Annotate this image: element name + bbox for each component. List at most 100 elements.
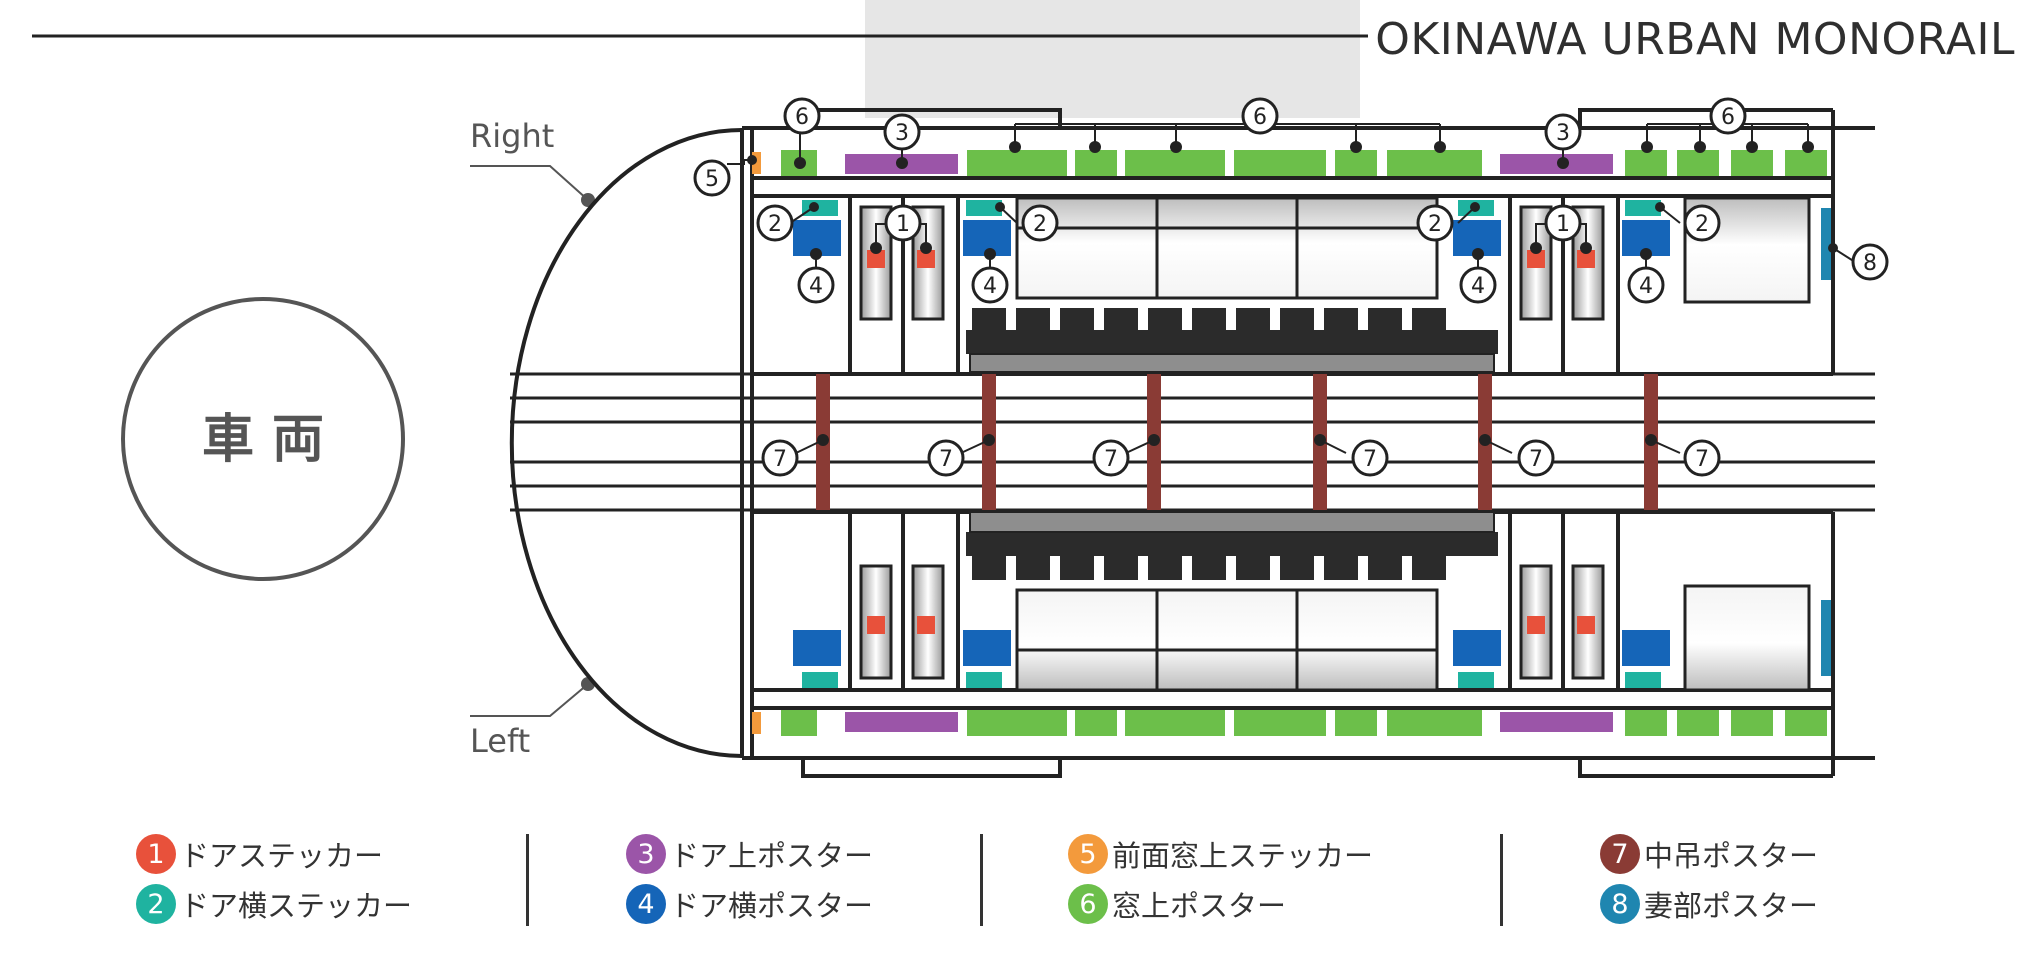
seat-cushion <box>1192 308 1226 332</box>
marker-4: 4 <box>971 266 1009 304</box>
car-label: 車 両 <box>202 410 324 470</box>
marker-7: 7 <box>927 439 965 477</box>
right-label: Right <box>470 117 554 155</box>
legend-badge-6: 6 <box>1068 884 1108 924</box>
seat-cushion <box>1104 308 1138 332</box>
seat-cushion <box>972 308 1006 332</box>
marker-number: 5 <box>705 167 719 192</box>
seat-cushion <box>972 556 1006 580</box>
marker-number: 4 <box>1471 274 1485 299</box>
marker-number: 1 <box>1556 212 1570 237</box>
marker-5: 5 <box>693 159 731 197</box>
seat-cushion <box>1148 556 1182 580</box>
legend-item-3: 3 ドア上ポスター <box>626 832 873 876</box>
marker-number: 3 <box>1556 121 1570 146</box>
seat-cushion <box>1236 308 1270 332</box>
marker-number: 6 <box>795 105 809 130</box>
left-marker: Left <box>470 677 595 760</box>
marker-2: 2 <box>1416 204 1454 242</box>
legend: 1 ドアステッカー 2 ドア横ステッカー 3 ドア上ポスター 4 ドア横ポスター… <box>0 820 2029 940</box>
seat-cushion <box>1412 556 1446 580</box>
windows <box>1015 196 1811 692</box>
marker-number: 7 <box>1695 447 1709 472</box>
end-wall-posters <box>1821 208 1831 676</box>
legend-label-6: 窓上ポスター <box>1112 889 1287 923</box>
marker-7: 7 <box>1683 439 1721 477</box>
leader-dots <box>747 141 1838 446</box>
marker-number: 4 <box>809 274 823 299</box>
legend-label-5: 前面窓上ステッカー <box>1112 839 1374 873</box>
window-top-posters <box>781 150 1827 736</box>
marker-2: 2 <box>1683 204 1721 242</box>
legend-item-1: 1 ドアステッカー <box>136 832 383 876</box>
legend-item-6: 6 窓上ポスター <box>1068 882 1286 926</box>
marker-number: 7 <box>1363 447 1377 472</box>
marker-1: 1 <box>1544 204 1582 242</box>
legend-badge-8: 8 <box>1600 884 1640 924</box>
marker-7: 7 <box>1092 439 1130 477</box>
marker-4: 4 <box>1459 266 1497 304</box>
marker-number: 7 <box>1104 447 1118 472</box>
legend-label-4: ドア横ポスター <box>670 889 874 923</box>
benches <box>966 308 1498 580</box>
legend-badge-3: 3 <box>626 834 666 874</box>
seat-cushion <box>1060 308 1094 332</box>
seat-cushion <box>1280 556 1314 580</box>
seat-cushion <box>1148 308 1182 332</box>
seat-cushion <box>1324 308 1358 332</box>
marker-7: 7 <box>1517 439 1555 477</box>
legend-label-7: 中吊ポスター <box>1644 839 1819 873</box>
legend-badge-7: 7 <box>1600 834 1640 874</box>
marker-6: 6 <box>1241 97 1279 135</box>
seat-cushion <box>1236 556 1270 580</box>
car-badge: 車 両 <box>121 297 405 581</box>
seat-cushion <box>1192 556 1226 580</box>
marker-3: 3 <box>883 113 921 151</box>
marker-number: 3 <box>895 121 909 146</box>
seat-cushion <box>1324 556 1358 580</box>
marker-number: 6 <box>1253 105 1267 130</box>
legend-badge-5: 5 <box>1068 834 1108 874</box>
legend-label-8: 妻部ポスター <box>1644 889 1819 923</box>
marker-number: 7 <box>773 447 787 472</box>
legend-divider-3 <box>1500 834 1503 926</box>
aisle-lines <box>510 372 1875 512</box>
door-stickers <box>867 250 1595 634</box>
seat-cushion <box>1060 556 1094 580</box>
marker-number: 8 <box>1863 251 1877 276</box>
marker-number: 4 <box>983 274 997 299</box>
marker-number: 6 <box>1721 105 1735 130</box>
brand-title: OKINAWA URBAN MONORAIL <box>1375 14 2015 65</box>
left-label: Left <box>470 722 530 760</box>
legend-divider-1 <box>526 834 529 926</box>
right-marker: Right <box>470 117 595 207</box>
seat-cushion <box>1016 556 1050 580</box>
legend-item-8: 8 妻部ポスター <box>1600 882 1818 926</box>
legend-item-7: 7 中吊ポスター <box>1600 832 1818 876</box>
marker-number: 2 <box>1695 212 1709 237</box>
legend-badge-2: 2 <box>136 884 176 924</box>
marker-number: 2 <box>1033 212 1047 237</box>
door-side-posters <box>793 220 1670 666</box>
background-overlay <box>865 0 1360 118</box>
door-top-posters <box>845 154 1613 732</box>
marker-3: 3 <box>1544 113 1582 151</box>
legend-label-1: ドアステッカー <box>180 839 384 873</box>
marker-number: 1 <box>896 212 910 237</box>
marker-2: 2 <box>756 204 794 242</box>
car-nose-outline <box>509 128 743 758</box>
legend-item-2: 2 ドア横ステッカー <box>136 882 412 926</box>
marker-4: 4 <box>797 266 835 304</box>
legend-label-3: ドア上ポスター <box>670 839 874 873</box>
legend-badge-1: 1 <box>136 834 176 874</box>
legend-badge-4: 4 <box>626 884 666 924</box>
marker-number: 7 <box>1529 447 1543 472</box>
legend-item-5: 5 前面窓上ステッカー <box>1068 832 1373 876</box>
seat-cushion <box>1368 556 1402 580</box>
legend-divider-2 <box>980 834 983 926</box>
marker-2: 2 <box>1021 204 1059 242</box>
marker-8: 8 <box>1851 243 1889 281</box>
marker-7: 7 <box>1351 439 1389 477</box>
